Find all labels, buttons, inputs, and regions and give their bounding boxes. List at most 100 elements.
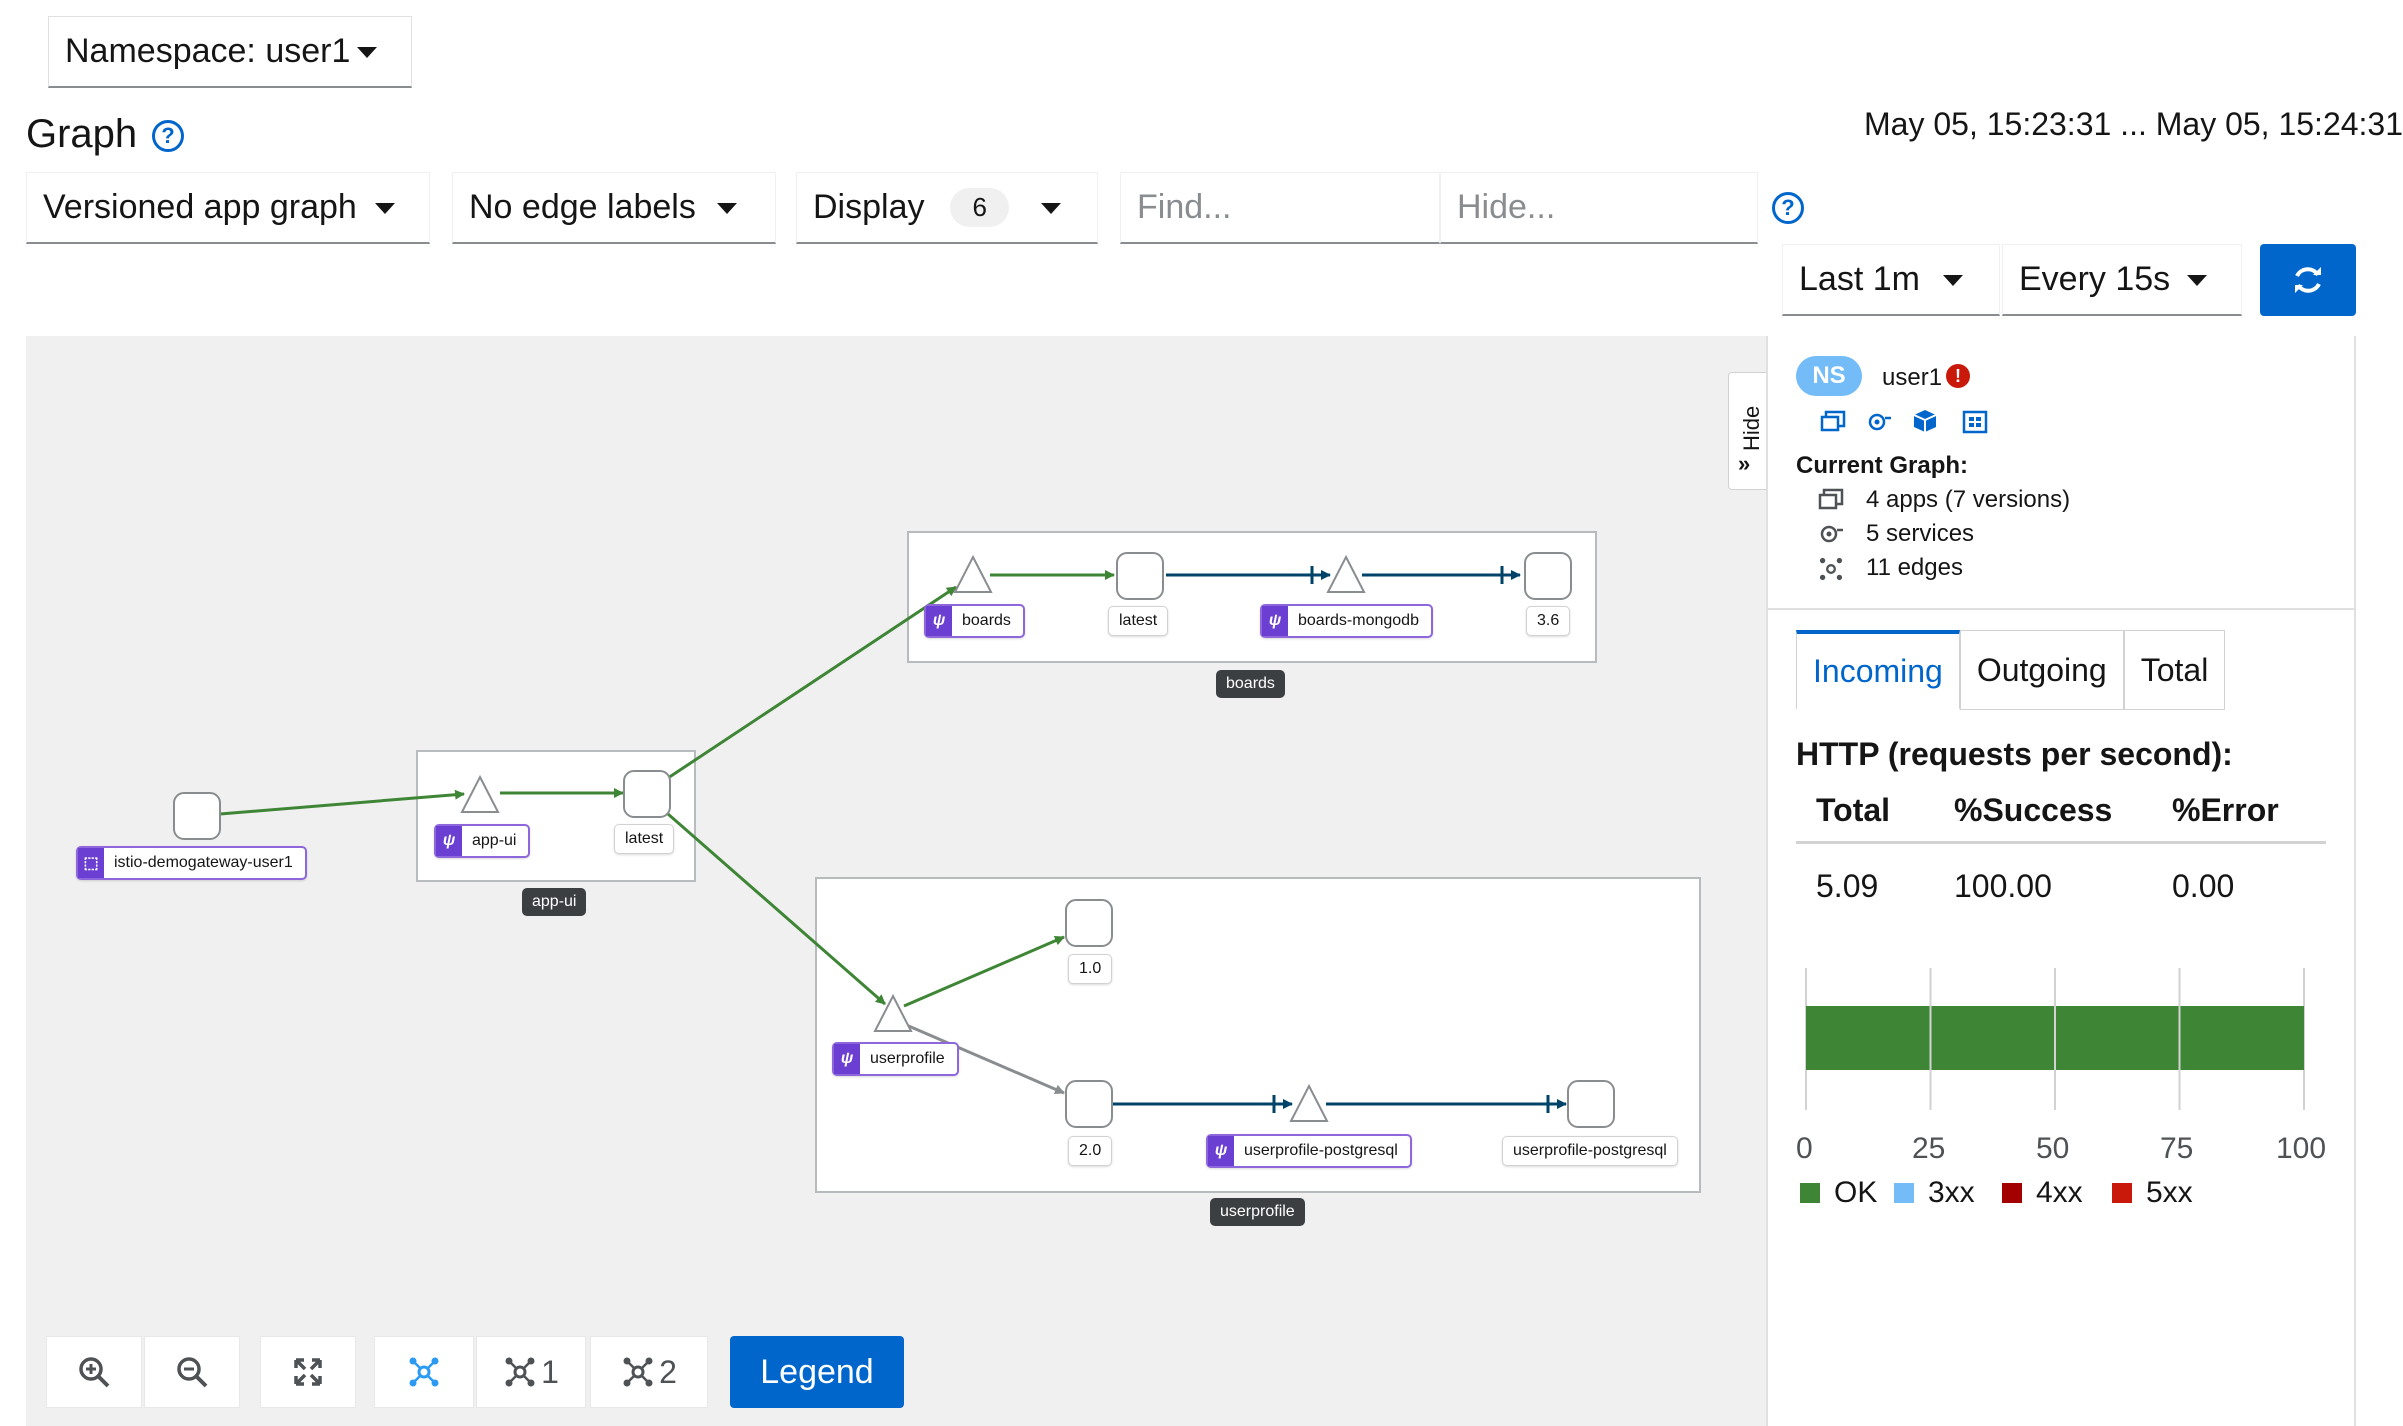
app-icon: ψ: [834, 1044, 860, 1074]
edge-labels-label: No edge labels: [469, 188, 696, 226]
boards-version-label[interactable]: latest: [1108, 606, 1169, 636]
duration-dropdown[interactable]: Last 1m: [1782, 244, 2000, 316]
userprofile-box-label: userprofile: [1210, 1198, 1305, 1226]
fit-to-screen-button[interactable]: [260, 1336, 356, 1408]
display-dropdown[interactable]: Display 6: [796, 172, 1098, 244]
postgresql-label-text: userprofile-postgresql: [1244, 1142, 1398, 1159]
col-total: Total: [1816, 792, 1891, 828]
node-boards-service[interactable]: [953, 554, 993, 593]
tab-total[interactable]: Total: [2123, 630, 2226, 710]
userprofile-label-text: userprofile: [870, 1050, 945, 1067]
cell-total: 5.09: [1816, 868, 1879, 904]
axis-tick-50: 50: [2036, 1132, 2070, 1165]
edge-userprofile-v1[interactable]: [903, 935, 1065, 1008]
col-success: %Success: [1954, 792, 2113, 828]
applications-icon[interactable]: [1820, 410, 1846, 434]
caret-down-icon: [2187, 275, 2207, 286]
refresh-interval-label: Every 15s: [2019, 260, 2171, 298]
postgresql-workload-label[interactable]: userprofile-postgresql: [1502, 1136, 1678, 1166]
layout-2-label: 2: [659, 1353, 677, 1390]
legend-5xx-label: 5xx: [2146, 1176, 2193, 1209]
refresh-icon: [2295, 267, 2321, 293]
boards-mongodb-app-label[interactable]: ψ boards-mongodb: [1260, 604, 1433, 638]
mongodb-version-label[interactable]: 3.6: [1526, 606, 1571, 636]
legend-swatch-3xx: [1894, 1183, 1914, 1203]
app-ui-box-label: app-ui: [522, 888, 587, 916]
node-boards-mongodb-service[interactable]: [1326, 554, 1366, 593]
app-ui-label-text: app-ui: [472, 832, 517, 849]
userprofile-app-label[interactable]: ψ userprofile: [832, 1042, 959, 1076]
edge-appui-userprofile[interactable]: [667, 812, 886, 1006]
boards-app-label[interactable]: ψ boards: [924, 604, 1025, 638]
node-postgresql-workload[interactable]: [1567, 1080, 1615, 1128]
services-icon[interactable]: [1866, 410, 1892, 434]
legend-swatch-ok: [1800, 1183, 1820, 1203]
edge-appui-boards[interactable]: [667, 585, 957, 780]
namespace-selector[interactable]: Namespace: user1: [48, 16, 412, 88]
axis-tick-25: 25: [1912, 1132, 1946, 1165]
hide-panel-tab[interactable]: Hide »: [1728, 372, 1766, 490]
double-chevron-icon: »: [1738, 451, 1751, 476]
services-icon: [1820, 525, 1843, 543]
legend-swatch-4xx: [2002, 1183, 2022, 1203]
boards-box-label: boards: [1216, 670, 1285, 698]
refresh-interval-dropdown[interactable]: Every 15s: [2002, 244, 2242, 316]
app-ui-version-label[interactable]: latest: [614, 824, 675, 854]
legend-ok: OK: [1800, 1176, 1877, 1210]
graph-type-label: Versioned app graph: [43, 188, 357, 226]
layout-default-button[interactable]: [374, 1336, 474, 1408]
legend-button[interactable]: Legend: [730, 1336, 904, 1408]
http-status-chart: [1805, 968, 2305, 1110]
edge-labels-dropdown[interactable]: No edge labels: [452, 172, 776, 244]
node-boards-latest[interactable]: [1116, 552, 1164, 600]
axis-tick-75: 75: [2160, 1132, 2194, 1165]
topology-icon: [623, 1357, 653, 1387]
time-range: May 05, 15:23:31 ... May 05, 15:24:31: [1864, 106, 2403, 142]
edge-gateway-appui[interactable]: [219, 789, 465, 816]
gateway-label[interactable]: ⬚ istio-demogateway-user1: [76, 846, 307, 880]
hide-input[interactable]: Hide...: [1440, 172, 1758, 244]
node-app-ui-latest[interactable]: [623, 770, 671, 818]
legend-4xx: 4xx: [2002, 1176, 2083, 1210]
node-postgresql-service[interactable]: [1289, 1083, 1329, 1122]
app-icon: ψ: [1262, 606, 1288, 636]
graph-svg: [173, 531, 1701, 1193]
hide-panel-label: Hide: [1739, 405, 1764, 451]
node-gateway[interactable]: [173, 792, 221, 840]
edge-userprofile-v2[interactable]: [903, 1022, 1065, 1095]
tab-incoming[interactable]: Incoming: [1796, 630, 1960, 710]
zoom-out-button[interactable]: [144, 1336, 240, 1408]
graph-type-dropdown[interactable]: Versioned app graph: [26, 172, 430, 244]
istio-config-icon[interactable]: [1962, 410, 1988, 434]
tab-outgoing[interactable]: Outgoing: [1959, 630, 2124, 710]
node-userprofile-service[interactable]: [873, 993, 913, 1032]
layout-2-button[interactable]: 2: [590, 1336, 708, 1408]
app-ui-app-label[interactable]: ψ app-ui: [434, 824, 531, 858]
panel-divider: [1768, 608, 2356, 610]
services-count: 5 services: [1866, 520, 1975, 547]
userprofile-v2-label[interactable]: 2.0: [1068, 1136, 1113, 1166]
layout-1-button[interactable]: 1: [476, 1336, 586, 1408]
caret-down-icon: [375, 203, 395, 214]
node-userprofile-v1[interactable]: [1065, 899, 1113, 947]
cell-error: 0.00: [2172, 868, 2235, 904]
refresh-button[interactable]: [2260, 244, 2356, 316]
workloads-icon[interactable]: [1912, 408, 1938, 434]
userprofile-v1-label[interactable]: 1.0: [1068, 954, 1113, 984]
layout-1-label: 1: [541, 1353, 559, 1390]
find-input[interactable]: Find...: [1120, 172, 1440, 244]
edges-count: 11 edges: [1866, 554, 1963, 581]
axis-tick-0: 0: [1796, 1132, 1813, 1165]
node-userprofile-v2[interactable]: [1065, 1080, 1113, 1128]
postgresql-app-label[interactable]: ψ userprofile-postgresql: [1206, 1134, 1412, 1168]
namespace-name[interactable]: user1: [1882, 364, 1943, 391]
help-icon[interactable]: ?: [152, 120, 184, 152]
node-app-ui-service[interactable]: [460, 774, 500, 813]
node-mongodb-36[interactable]: [1524, 552, 1572, 600]
box-boards[interactable]: [907, 531, 1597, 663]
legend-ok-label: OK: [1834, 1176, 1878, 1209]
traffic-tabs: Incoming Outgoing Total: [1796, 630, 2226, 710]
find-help-icon[interactable]: ?: [1772, 192, 1804, 224]
zoom-in-button[interactable]: [46, 1336, 142, 1408]
traffic-table-row: 5.09 100.00 0.00: [1796, 856, 2326, 906]
